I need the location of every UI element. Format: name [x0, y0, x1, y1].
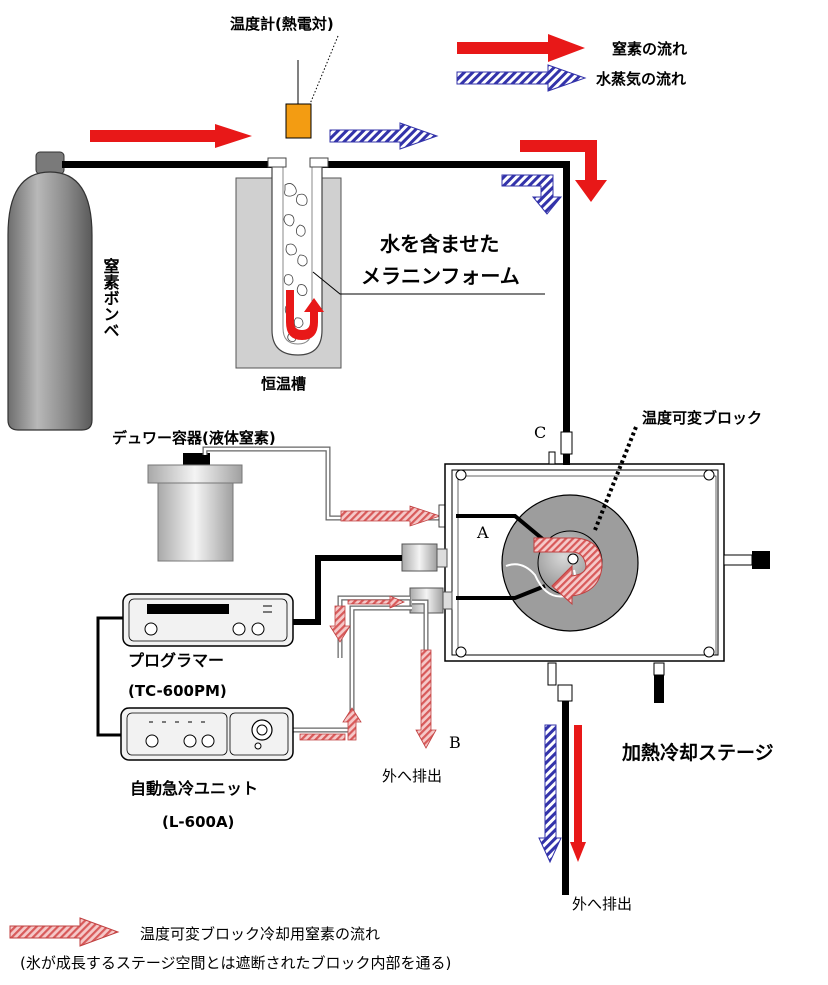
variable-temp-block-label: 温度可変ブロック [642, 409, 762, 427]
legend-nitrogen: 窒素の流れ [457, 34, 687, 62]
block-cooling-arrow-a [340, 505, 442, 527]
control-cable [96, 616, 124, 737]
block-line-b [456, 584, 546, 600]
melamine-foam [283, 183, 308, 342]
point-c-label: C [534, 423, 546, 442]
stage-label: 加熱冷却ステージ [621, 741, 774, 764]
vapor-arrow-top [329, 122, 439, 150]
cooling-unit-model-label: (L-600A) [162, 813, 234, 831]
dewar-label: デュワー容器(液体窒素) [112, 429, 276, 447]
point-b-label: B [449, 733, 461, 752]
programmer-cable [292, 555, 402, 625]
vapor-arrow-down [538, 724, 562, 864]
supply-pipe-right [320, 161, 570, 168]
legend-vapor: 水蒸気の流れ [456, 64, 686, 92]
block-leader [593, 426, 638, 531]
tube-outlet [309, 157, 329, 168]
programmer-model-label: (TC-600PM) [128, 682, 227, 700]
foam-label-line2: メラニンフォーム [361, 264, 520, 288]
block-line-a [456, 514, 547, 543]
thermometer-leader [309, 35, 339, 105]
foam-label-line1: 水を含ませた [380, 232, 499, 256]
vapor-arrow-bend [501, 174, 563, 215]
exhaust-label-1: 外へ排出 [382, 767, 442, 785]
block-cooling-arrow-top [347, 595, 406, 609]
tube-inlet [267, 157, 287, 168]
block-center [567, 553, 579, 565]
block-cooling-arrow-cu-up [342, 707, 362, 741]
foam-leader [312, 271, 545, 295]
programmer-device [122, 593, 294, 647]
supply-pipe-down [563, 161, 570, 433]
legend-block-cooling-note: (氷が成長するステージ空間とは遮断されたブロック内部を通る) [20, 954, 451, 972]
legend-vapor-label: 水蒸気の流れ [596, 70, 686, 88]
nitrogen-legend-arrow [457, 34, 585, 62]
dewar-vessel [147, 453, 243, 562]
cooling-unit-device [120, 707, 294, 761]
supply-pipe-left [62, 161, 272, 168]
block-cooling-arrow-down-left [329, 605, 351, 643]
nitrogen-u-arrow [286, 290, 324, 340]
nitrogen-arrow-top-left [90, 124, 252, 148]
thermometer-label: 温度計(熱電対) [230, 15, 334, 33]
programmer-label: プログラマー [128, 651, 224, 670]
nitrogen-cylinder [7, 151, 93, 431]
vapor-legend-arrow [456, 64, 587, 92]
exhaust-label-2: 外へ排出 [572, 895, 632, 913]
nitrogen-cylinder-label: 窒素ボンベ [101, 257, 120, 338]
block-cooling-arrow-b [415, 649, 437, 749]
nitrogen-arrow-down [570, 725, 586, 862]
block-cooling-legend-arrow [9, 917, 120, 947]
port-c [560, 431, 573, 455]
point-a-label: A [476, 523, 489, 542]
nitrogen-arrow-bend [520, 140, 607, 202]
thermocouple-head [285, 103, 312, 139]
cooling-unit-label: 自動急冷ユニット [130, 779, 258, 798]
outlet-pipe [562, 685, 569, 895]
legend-block-cooling-label: 温度可変ブロック冷却用窒素の流れ [140, 925, 380, 943]
block-cooling-arrow-cu-right [299, 733, 346, 741]
thermostat-bath-label: 恒温槽 [261, 375, 306, 393]
block-cooling-curve-arrow [533, 537, 603, 606]
connector-upper [401, 543, 438, 572]
legend-nitrogen-label: 窒素の流れ [612, 40, 687, 58]
